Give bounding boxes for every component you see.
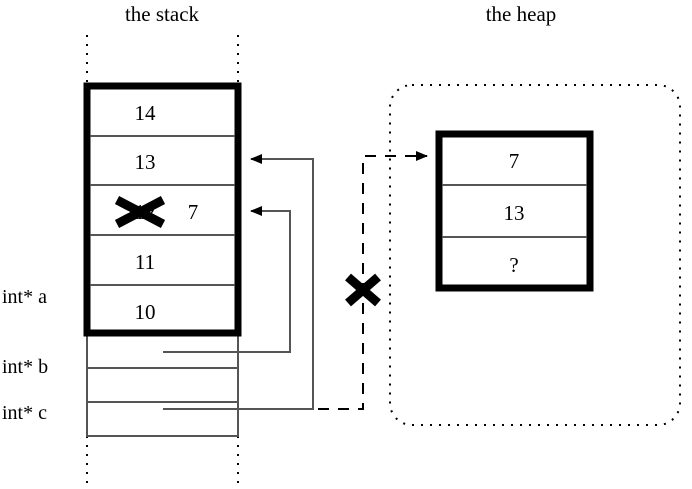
heap-title: the heap (486, 2, 557, 26)
heap-cell-value-1: 13 (504, 201, 525, 225)
pointer-label-a: int* a (2, 286, 47, 308)
stack-pointer-rows (86, 333, 239, 437)
stack-title: the stack (125, 2, 200, 26)
stack-cell-value-3: 11 (135, 250, 155, 274)
stack-allocated-frame (83, 82, 242, 337)
heap-cell-value-2: ? (509, 253, 518, 277)
cross-out-icon-dangling-pointer (345, 273, 381, 307)
stack-cell-value-0: 14 (135, 101, 157, 125)
stack-cell-value-2-replacement: 7 (188, 200, 199, 224)
stack-cell-value-4: 10 (135, 300, 156, 324)
pointer-line-c (163, 154, 314, 410)
pointer-label-b: int* b (2, 356, 48, 378)
stack-cell-value-1: 13 (135, 150, 156, 174)
cross-out-icon-stack-value (114, 196, 166, 228)
heap-block-frame (435, 130, 594, 292)
pointer-line-b (163, 206, 291, 353)
heap-cell-value-0: 7 (509, 149, 520, 173)
pointer-label-c: int* c (2, 402, 47, 424)
dangling-pointer-line-a (318, 151, 428, 410)
